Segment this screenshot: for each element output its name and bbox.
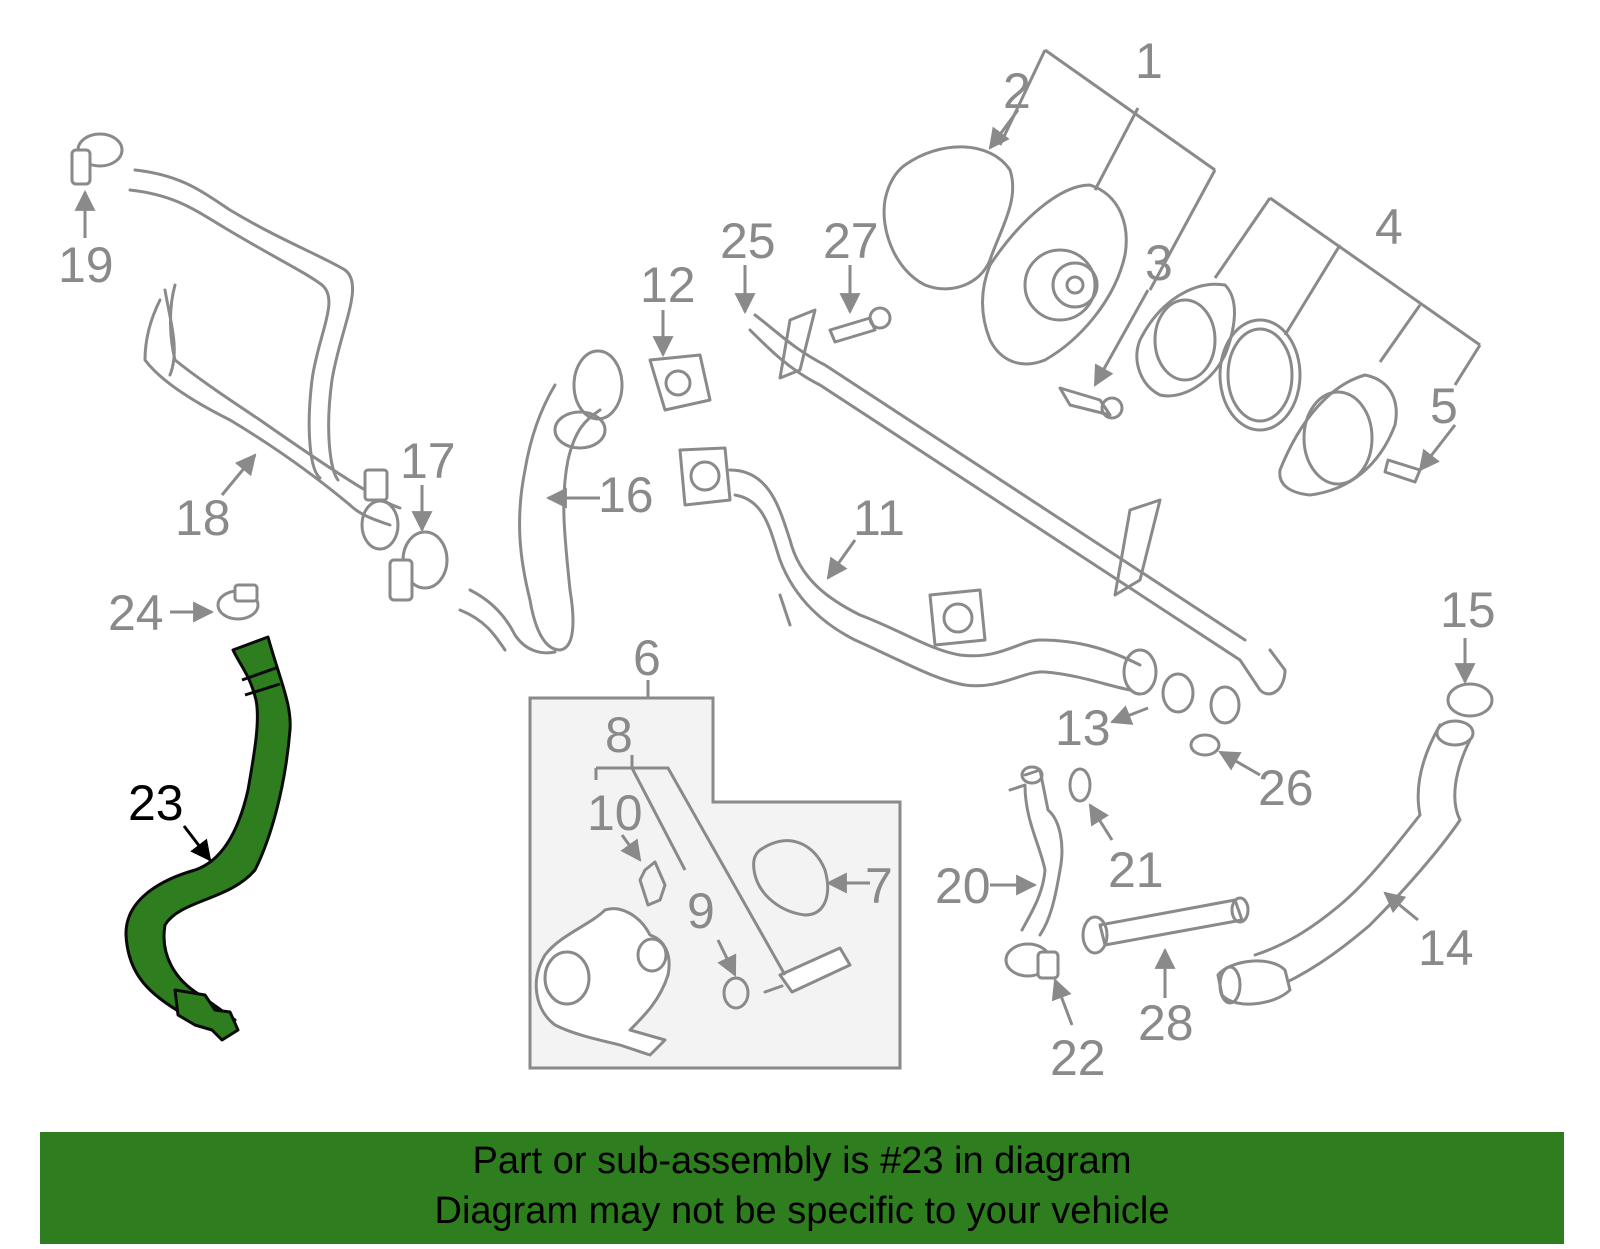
bracket-6-8 bbox=[594, 680, 787, 976]
part-26-oring[interactable] bbox=[1189, 733, 1221, 757]
callout-9: 9 bbox=[687, 883, 715, 939]
callout-3: 3 bbox=[1145, 235, 1173, 291]
part-21-oring[interactable] bbox=[1068, 767, 1092, 803]
banner-line-1: Part or sub-assembly is #23 in diagram bbox=[472, 1140, 1132, 1182]
part-2-gasket[interactable] bbox=[882, 145, 1015, 291]
part-12-gasket[interactable] bbox=[648, 353, 712, 412]
callout-26: 26 bbox=[1258, 760, 1314, 816]
callout-18: 18 bbox=[175, 490, 231, 546]
callout-28: 28 bbox=[1138, 995, 1194, 1051]
part-20-hose[interactable] bbox=[1008, 765, 1064, 937]
callout-27: 27 bbox=[823, 213, 879, 269]
part-7-gasket[interactable] bbox=[752, 839, 830, 917]
callout-5: 5 bbox=[1430, 378, 1458, 434]
part-8-sensor[interactable] bbox=[763, 946, 852, 994]
part-15-cap[interactable] bbox=[1446, 682, 1494, 718]
callout-12: 12 bbox=[640, 257, 696, 313]
callout-13: 13 bbox=[1055, 700, 1111, 756]
part-25-pipe[interactable] bbox=[748, 308, 1287, 725]
part-3-bolt[interactable] bbox=[1058, 386, 1124, 420]
parts-diagram: 1 2 3 4 5 6 7 8 9 10 11 12 13 14 15 16 1… bbox=[58, 33, 1496, 1086]
callout-4: 4 bbox=[1375, 199, 1403, 255]
part-11-pipe[interactable] bbox=[678, 446, 1158, 696]
callout-10: 10 bbox=[587, 785, 643, 841]
arrows bbox=[74, 109, 1476, 1026]
part-4-seal-kit[interactable] bbox=[1135, 282, 1302, 432]
callout-8: 8 bbox=[605, 707, 633, 763]
part-1-pump[interactable] bbox=[981, 183, 1128, 366]
callout-1: 1 bbox=[1135, 33, 1163, 89]
callout-6: 6 bbox=[633, 630, 661, 686]
callout-7: 7 bbox=[865, 858, 893, 914]
callout-21: 21 bbox=[1108, 842, 1164, 898]
banner-line-2: Diagram may not be specific to your vehi… bbox=[434, 1190, 1170, 1232]
callout-17: 17 bbox=[400, 433, 456, 489]
callout-19: 19 bbox=[58, 237, 114, 293]
callout-16: 16 bbox=[598, 467, 654, 523]
callout-14: 14 bbox=[1418, 920, 1474, 976]
callout-23: 23 bbox=[128, 775, 184, 831]
bracket-4-5 bbox=[1213, 196, 1482, 386]
callout-20: 20 bbox=[935, 858, 991, 914]
part-22-clamp[interactable] bbox=[1004, 942, 1060, 980]
part-13-seal[interactable] bbox=[1161, 672, 1195, 714]
part-10-clip[interactable] bbox=[638, 860, 667, 907]
part-16-hose[interactable] bbox=[458, 349, 624, 655]
callout-22: 22 bbox=[1050, 1030, 1106, 1086]
callout-25: 25 bbox=[720, 213, 776, 269]
callout-15: 15 bbox=[1440, 582, 1496, 638]
part-18-pipe[interactable] bbox=[128, 168, 402, 551]
part-14-pipe[interactable] bbox=[1216, 719, 1475, 1006]
part-24-clamp[interactable] bbox=[216, 583, 260, 621]
callout-24: 24 bbox=[108, 585, 164, 641]
callout-labels: 1 2 3 4 5 6 7 8 9 10 11 12 13 14 15 16 1… bbox=[58, 33, 1496, 1086]
part-28-pipe[interactable] bbox=[1081, 896, 1250, 955]
part-9-oring[interactable] bbox=[722, 976, 750, 1010]
info-banner: Part or sub-assembly is #23 in diagram D… bbox=[40, 1132, 1564, 1244]
callout-11: 11 bbox=[853, 490, 905, 546]
part-19-clamp[interactable] bbox=[70, 132, 124, 186]
part-17-clamp[interactable] bbox=[388, 530, 449, 602]
part-23-hose[interactable] bbox=[124, 635, 292, 1042]
callout-2: 2 bbox=[1003, 63, 1031, 119]
part-27-bolt[interactable] bbox=[828, 306, 892, 344]
part-5-cover[interactable] bbox=[1278, 373, 1422, 497]
